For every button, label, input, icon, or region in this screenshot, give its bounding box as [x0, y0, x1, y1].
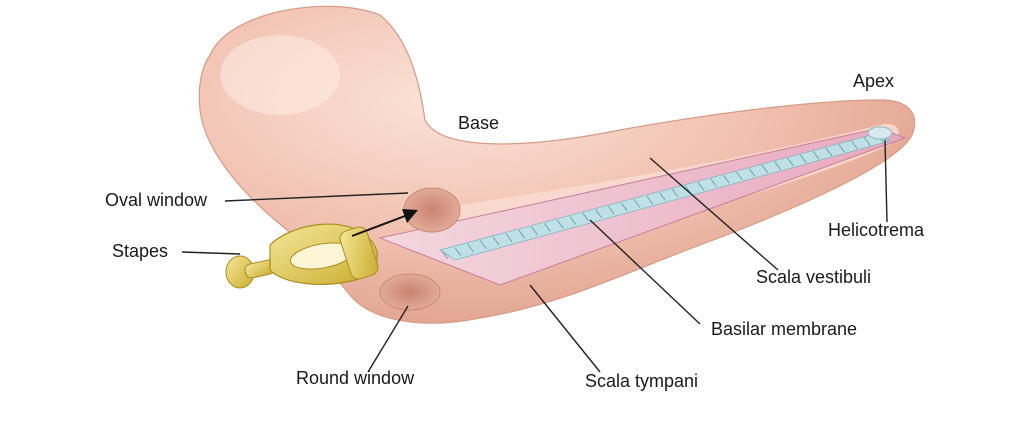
- label-basilar-membrane: Basilar membrane: [711, 319, 858, 339]
- hatch-mark: [671, 188, 679, 198]
- organ-strip-hatches: [441, 133, 884, 260]
- hatch-mark: [774, 161, 782, 170]
- stapes: [225, 223, 379, 289]
- hatch-mark: [748, 168, 756, 177]
- hatch-mark: [479, 240, 487, 249]
- label-base: Base: [458, 113, 500, 133]
- label-stapes: Stapes: [112, 241, 169, 261]
- hatch-mark: [863, 137, 871, 146]
- hatch-mark: [454, 247, 462, 256]
- hatch-mark: [505, 233, 513, 243]
- hatch-mark: [761, 164, 769, 174]
- hatch-mark: [620, 202, 628, 212]
- helicotrema-opening: [867, 126, 893, 140]
- hatch-mark: [723, 174, 730, 184]
- hatch-mark: [582, 212, 590, 222]
- hatch-mark: [787, 157, 794, 167]
- hatch-mark: [812, 150, 820, 160]
- hatch-mark: [543, 223, 551, 232]
- hatch-mark: [595, 209, 602, 219]
- hatch-mark: [825, 147, 833, 157]
- round-window: [379, 273, 441, 311]
- label-oval-window: Oval window: [105, 190, 208, 210]
- hatch-mark: [441, 250, 449, 260]
- hatch-mark: [633, 199, 641, 208]
- label-apex: Apex: [853, 71, 895, 91]
- label-scala-tympani: Scala tympani: [585, 371, 699, 391]
- hatch-mark: [799, 154, 807, 163]
- hatch-mark: [710, 178, 718, 188]
- hatch-mark: [531, 226, 538, 236]
- hatch-mark: [492, 236, 500, 246]
- label-scala-vestibuli: Scala vestibuli: [756, 267, 872, 287]
- vibration-arrow: [351, 209, 418, 237]
- hatch-mark: [659, 192, 666, 201]
- label-helicotrema: Helicotrema: [828, 220, 925, 240]
- hatch-mark: [646, 195, 654, 205]
- hatch-mark: [697, 181, 705, 191]
- hatch-mark: [735, 171, 743, 181]
- leader-lines: [181, 139, 888, 373]
- hatch-mark: [467, 243, 474, 253]
- hatch-mark: [607, 205, 615, 215]
- bulb-highlight: [220, 35, 340, 115]
- hatch-mark: [556, 219, 564, 229]
- hatch-mark: [518, 230, 526, 239]
- hatch-mark: [851, 140, 858, 150]
- hatch-mark: [838, 144, 846, 153]
- label-round-window: Round window: [296, 368, 415, 388]
- hatch-mark: [569, 216, 577, 225]
